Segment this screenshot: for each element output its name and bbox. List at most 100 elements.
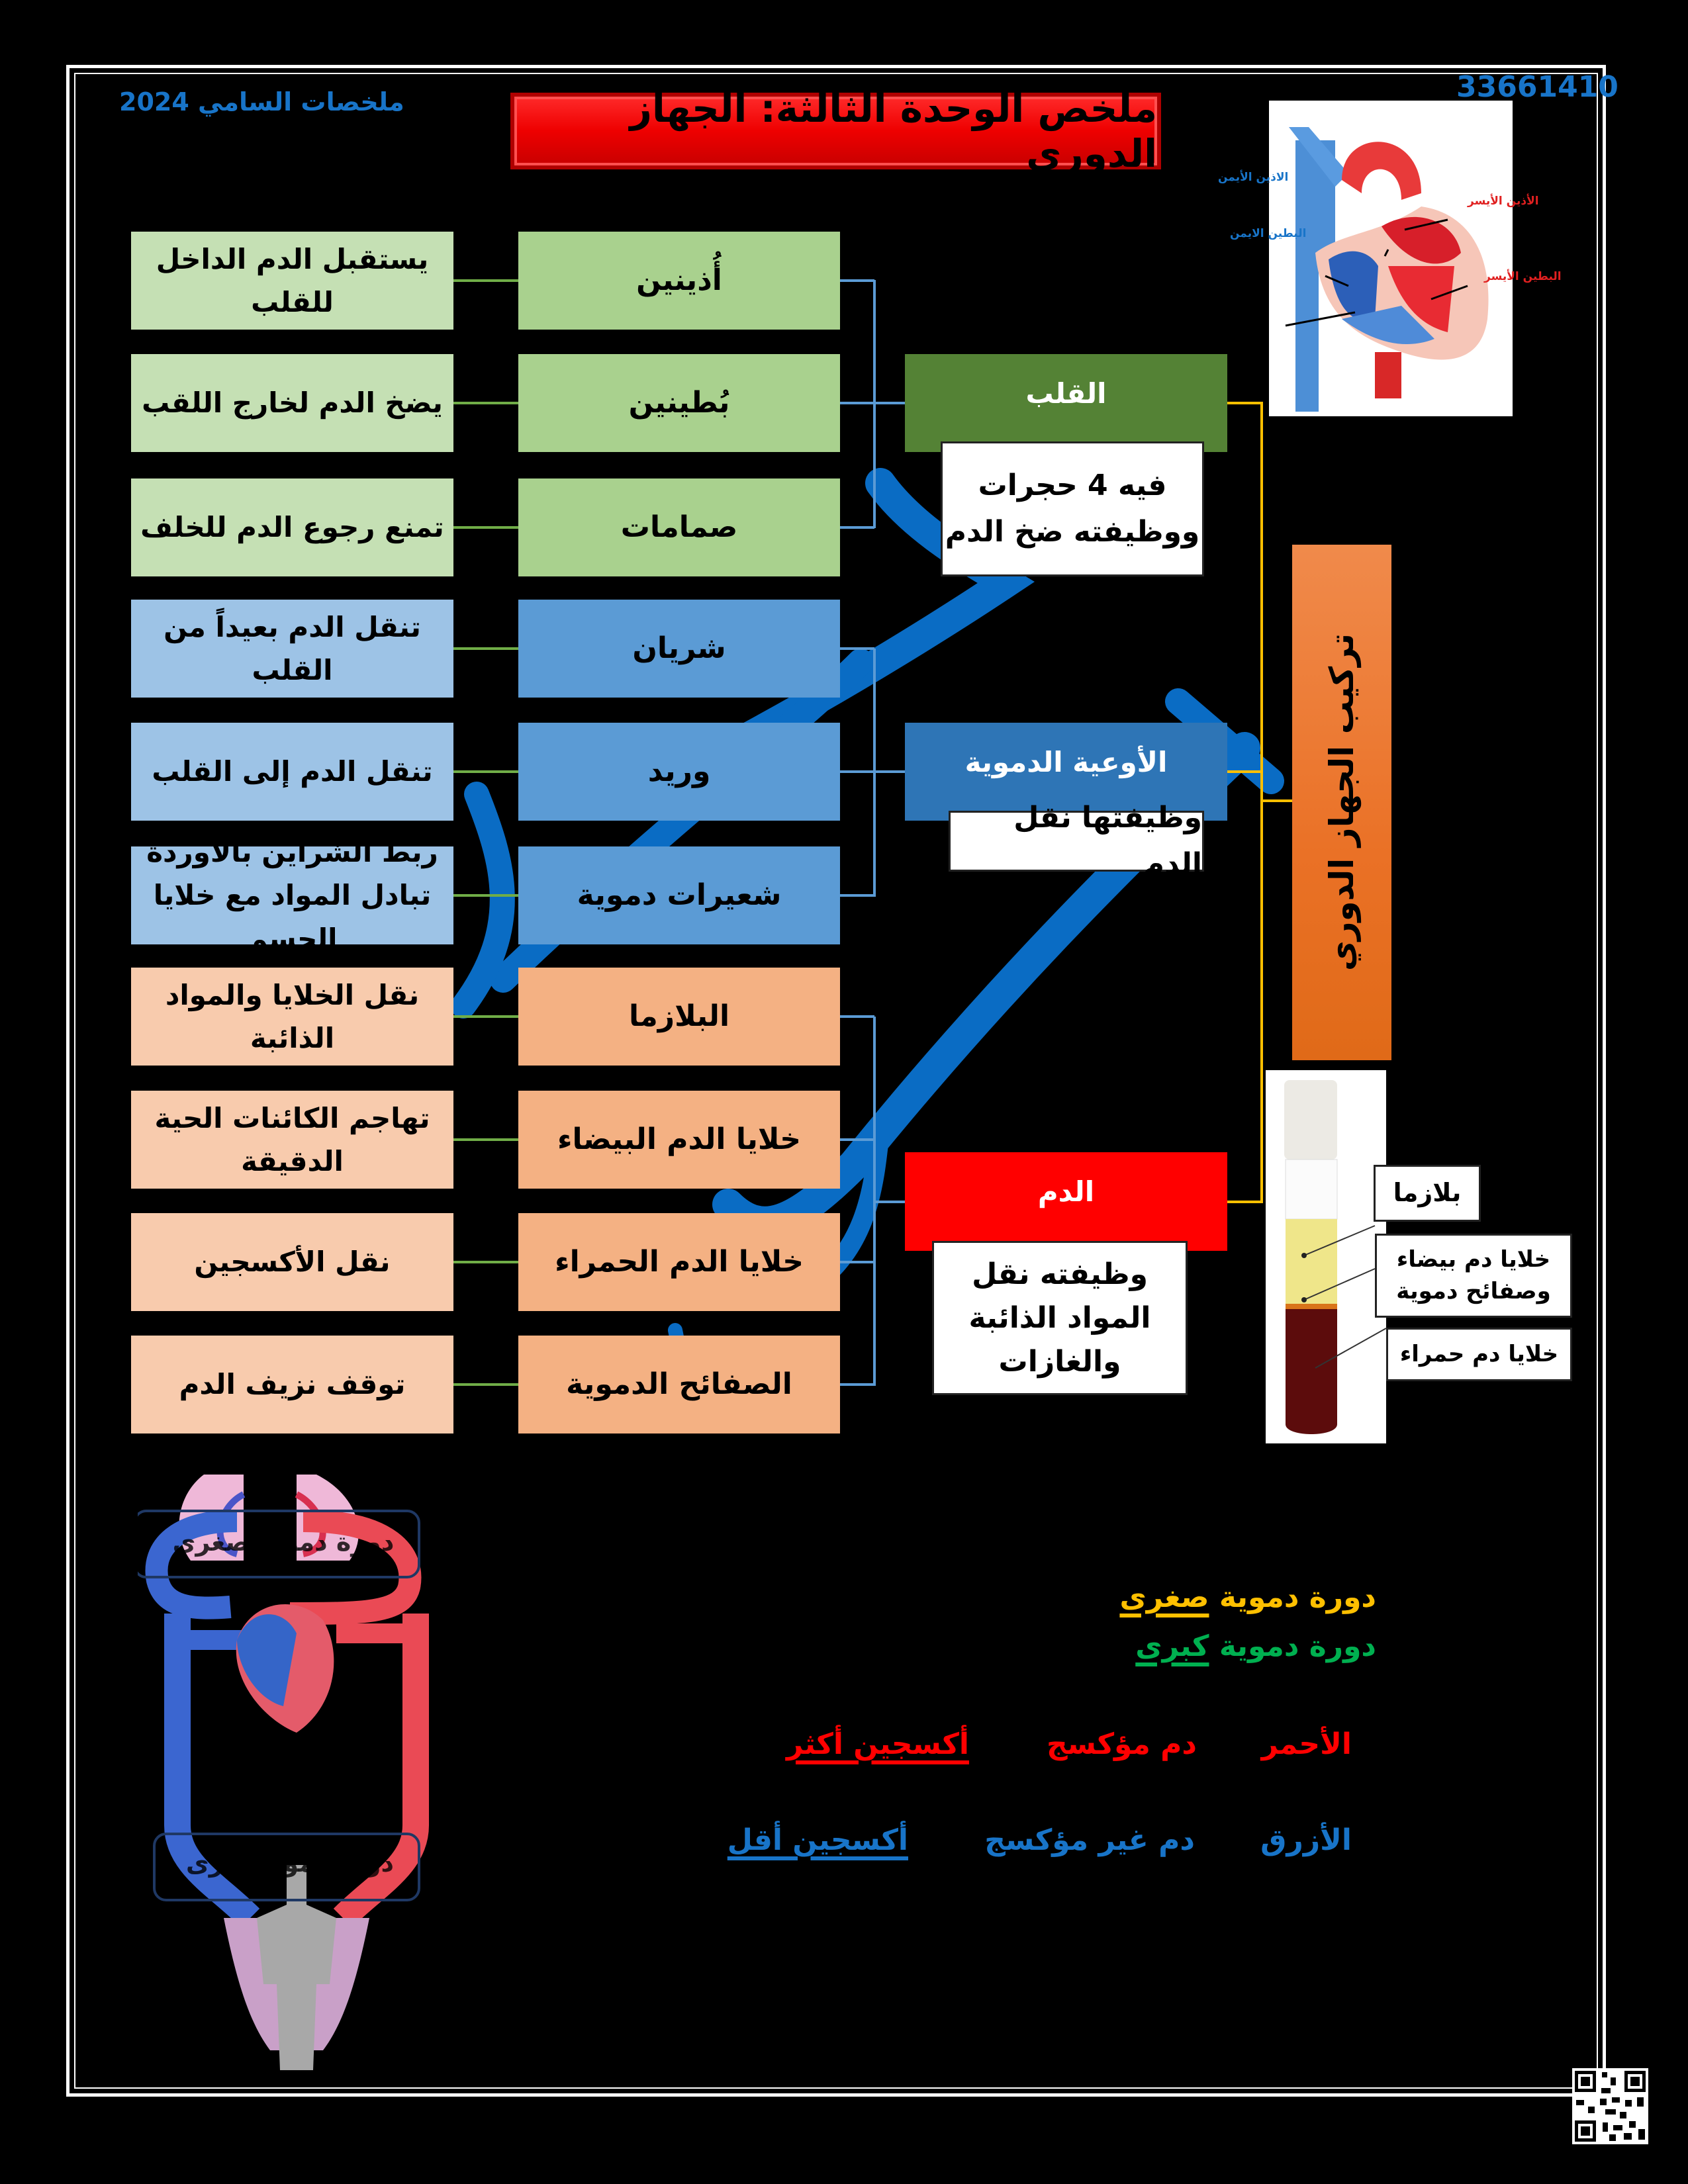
brand-label: ملخصات السامي 2024: [119, 87, 404, 116]
row-connector: [453, 279, 518, 282]
legend-pulmonary-word: صغرى: [1119, 1580, 1209, 1614]
part-bracket-link: [840, 1138, 874, 1141]
row-connector: [453, 1261, 518, 1263]
heart-desc-line: ووظيفته ضخ الدم: [945, 515, 1200, 549]
category-vessels: الأوعية الدموية: [905, 723, 1227, 821]
page-title-banner: ملخص الوحدة الثالثة: الجهاز الدوري: [510, 86, 1161, 176]
row-connector: [453, 770, 518, 773]
row-connector: [453, 1015, 518, 1018]
part-bracket-link: [840, 526, 874, 529]
part-bracket-link: [840, 279, 874, 282]
legend-systemic: دورة دموية كبرى: [1135, 1629, 1376, 1663]
category-heart: القلب: [905, 354, 1227, 452]
blood-bracket-link: [874, 1201, 905, 1203]
function-text: تنقل الدم بعيداً من القلب: [164, 610, 421, 686]
side-title-box: تركيب الجهاز الدوري: [1292, 545, 1391, 1060]
vessels-description: وظيفتها نقل الدم: [949, 801, 1204, 881]
heart-label-left-atrium: الأذين الأيسر: [1468, 195, 1539, 208]
tube-label-wbc-line: خلايا دم بيضاء: [1396, 1246, 1551, 1273]
heart-illustration: [1285, 127, 1489, 412]
part-label: خلايا الدم البيضاء: [557, 1122, 801, 1156]
part-box: وريد: [518, 723, 840, 821]
page-title: ملخص الوحدة الثالثة: الجهاز الدوري: [630, 86, 1157, 176]
row-connector: [453, 526, 518, 529]
function-text: تمنع رجوع الدم للخلف: [140, 511, 444, 544]
part-bracket-link: [840, 894, 874, 897]
page-border: [66, 65, 1606, 2097]
tube-label-wbc: خلايا دم بيضاء وصفائح دموية: [1375, 1234, 1572, 1318]
part-box: أُذينين: [518, 232, 840, 330]
part-label: بُطينين: [628, 385, 730, 420]
function-box: تمنع رجوع الدم للخلف: [131, 478, 453, 576]
legend-systemic-prefix: دورة دموية: [1219, 1629, 1376, 1663]
category-blood: الدم: [905, 1152, 1227, 1251]
qr-code[interactable]: [1572, 2068, 1648, 2144]
blood-desc-line: والغازات: [998, 1344, 1121, 1379]
heart-description: فيه 4 حجرات ووظيفته ضخ الدم: [941, 441, 1204, 576]
function-box: يضخ الدم لخارج اللقب: [131, 354, 453, 452]
part-bracket-link: [840, 1015, 874, 1018]
circulation-label-pulmonary: دورة دموية صغرى: [172, 1527, 395, 1557]
side-bracket-heart: [1227, 402, 1262, 404]
part-label: الصفائح الدموية: [566, 1367, 792, 1401]
part-label: وريد: [647, 754, 711, 788]
tube-label-plasma: بلازما: [1374, 1165, 1481, 1222]
category-blood-label: الدم: [1037, 1175, 1095, 1208]
function-text: يستقبل الدم الداخل للقلب: [156, 242, 429, 318]
circulation-illustration: [133, 1475, 429, 2070]
blood-description: وظيفته نقل المواد الذائبة والغازات: [932, 1241, 1188, 1395]
function-box: نقل الأكسجين: [131, 1213, 453, 1311]
part-bracket-link: [840, 1383, 874, 1386]
part-box: صمامات: [518, 478, 840, 576]
part-box: خلايا الدم الحمراء: [518, 1213, 840, 1311]
category-heart-label: القلب: [1025, 377, 1107, 410]
legend-pulmonary: دورة دموية صغرى: [1119, 1580, 1376, 1614]
part-box: شعيرات دموية: [518, 846, 840, 944]
function-text: يضخ الدم لخارج اللقب: [142, 387, 443, 420]
part-box: الصفائح الدموية: [518, 1336, 840, 1433]
function-text: نقل الأكسجين: [194, 1246, 391, 1279]
part-label: شعيرات دموية: [577, 878, 782, 912]
heart-desc-line: فيه 4 حجرات: [978, 468, 1167, 502]
heart-bracket-link: [874, 402, 905, 404]
heart-label-left-ventricle: البطين الأيسر: [1484, 270, 1562, 283]
function-box: ربط الشراين بالاوردة تبادل المواد مع خلاي…: [131, 836, 453, 955]
legend-blue-oxygen: أكسجين أقل: [727, 1823, 908, 1857]
circulation-diagram: دورة دموية صغرى دورة دموية كبرى: [133, 1455, 455, 2075]
row-connector: [453, 894, 518, 897]
legend-red-name: الأحمر: [1261, 1727, 1352, 1761]
part-box: شريان: [518, 600, 840, 698]
side-bracket-blood: [1227, 1201, 1262, 1203]
blood-desc-line: وظيفته نقل: [972, 1257, 1148, 1291]
part-label: شريان: [632, 631, 726, 665]
legend-red-meaning: دم مؤكسج: [1046, 1727, 1197, 1761]
tube-label-rbc-text: خلايا دم حمراء: [1399, 1340, 1559, 1367]
vessels-desc-line: وظيفتها نقل الدم: [1013, 800, 1202, 881]
contact-number: 33661410: [1456, 70, 1618, 104]
part-box: خلايا الدم البيضاء: [518, 1091, 840, 1189]
function-text-line: ربط الشراين بالاوردة: [146, 836, 438, 869]
legend-blue-name: الأزرق: [1260, 1823, 1352, 1857]
part-label: البلازما: [628, 999, 730, 1033]
tube-label-plasma-text: بلازما: [1393, 1178, 1462, 1208]
test-tube-photo: [1266, 1070, 1387, 1443]
function-box: توقف نزيف الدم: [131, 1336, 453, 1433]
part-label: صمامات: [620, 510, 738, 544]
function-box: تهاجم الكائنات الحية الدقيقة: [131, 1091, 453, 1189]
category-vessels-label: الأوعية الدموية: [964, 745, 1168, 778]
function-box: تنقل الدم إلى القلب: [131, 723, 453, 821]
legend-blue-meaning: دم غير مؤكسج: [984, 1823, 1195, 1857]
part-bracket-link: [840, 402, 874, 404]
tube-label-wbc-line: وصفائح دموية: [1396, 1277, 1551, 1304]
part-box: بُطينين: [518, 354, 840, 452]
row-connector: [453, 1383, 518, 1386]
function-text: توقف نزيف الدم: [179, 1368, 406, 1401]
circulation-label-systemic: دورة دموية كبرى: [185, 1848, 395, 1878]
part-label: خلايا الدم الحمراء: [555, 1244, 804, 1279]
function-text-line: تبادل المواد مع خلايا الجسم: [153, 879, 432, 955]
heart-diagram: الأذين الأيسر البطين الأيسر: [1269, 101, 1562, 416]
part-box: البلازما: [518, 968, 840, 1066]
part-bracket-link: [840, 647, 874, 650]
tube-label-rbc: خلايا دم حمراء: [1386, 1328, 1572, 1381]
heart-label-right-ventricle: البطين الايمن: [1230, 227, 1307, 240]
